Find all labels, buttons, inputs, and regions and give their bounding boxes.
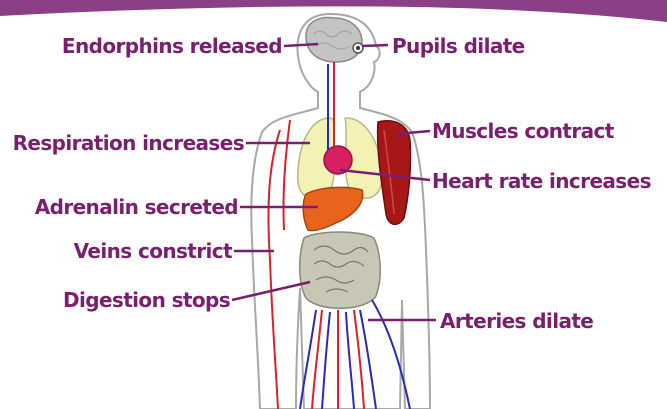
label-arteries-dilate: Arteries dilate bbox=[440, 309, 593, 333]
leader-pupils bbox=[362, 45, 388, 46]
label-adrenalin-secreted: Adrenalin secreted bbox=[35, 195, 238, 219]
label-endorphins-released: Endorphins released bbox=[62, 34, 282, 58]
label-muscles-contract: Muscles contract bbox=[432, 119, 615, 143]
pupil-icon bbox=[356, 46, 360, 50]
label-veins-constrict: Veins constrict bbox=[74, 239, 233, 263]
brain bbox=[306, 18, 362, 62]
label-respiration-increases: Respiration increases bbox=[13, 131, 244, 155]
label-digestion-stops: Digestion stops bbox=[63, 288, 230, 312]
intestines bbox=[300, 232, 381, 308]
label-heart-rate-increases: Heart rate increases bbox=[432, 169, 651, 193]
label-pupils-dilate: Pupils dilate bbox=[392, 34, 525, 58]
